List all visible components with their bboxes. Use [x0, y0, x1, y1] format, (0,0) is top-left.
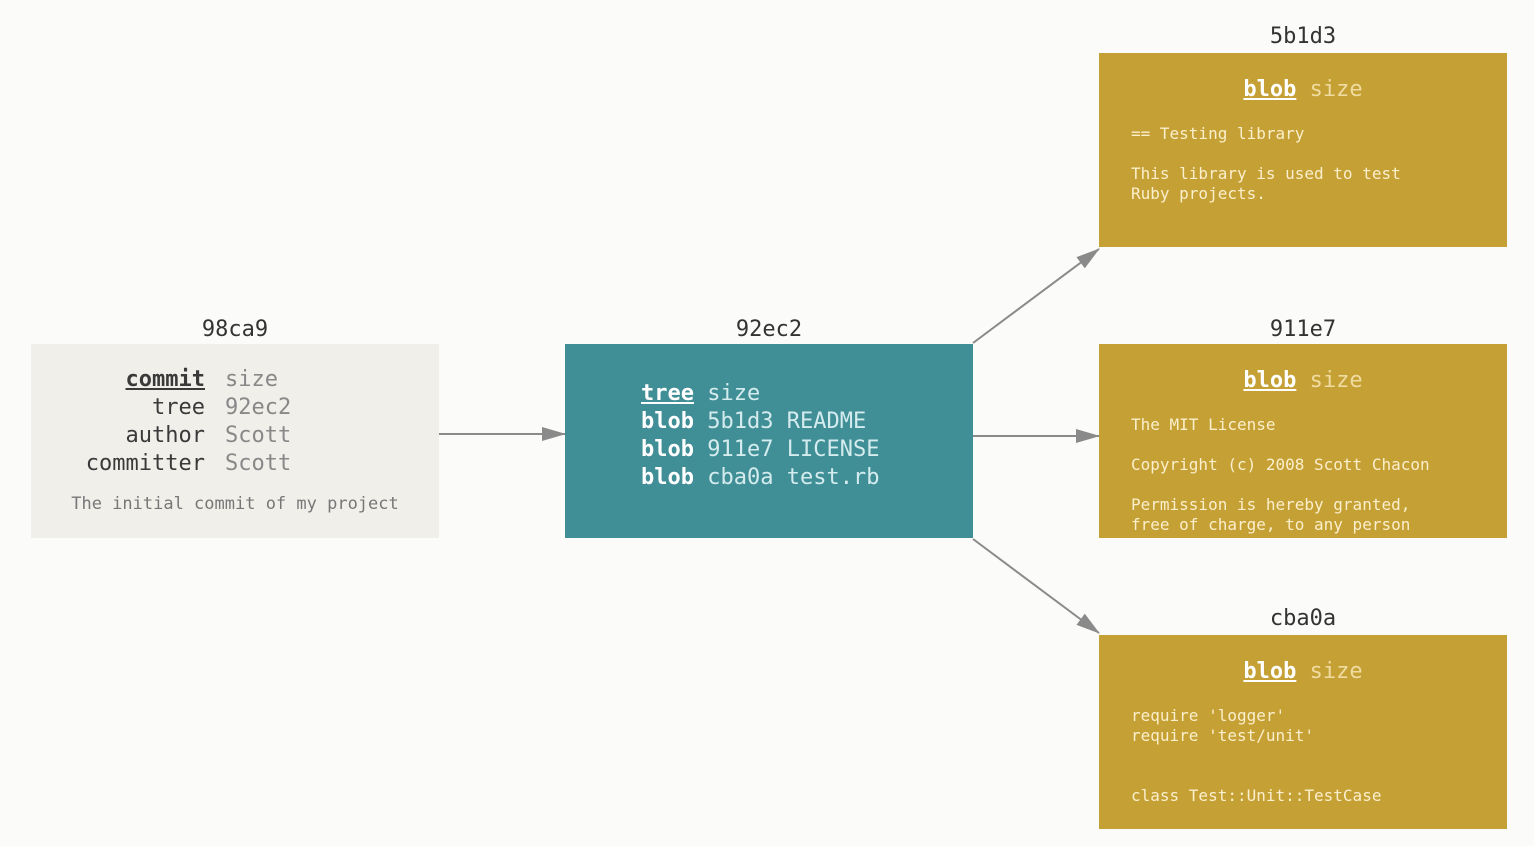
commit-type: commit — [125, 367, 205, 392]
commit-key: tree — [152, 395, 205, 420]
blob-hash: 911e7 — [1269, 317, 1337, 342]
commit-key: committer — [85, 451, 205, 476]
blob-size: size — [1309, 77, 1363, 102]
tree-entry: blob 911e7 LICENSE — [641, 437, 880, 462]
arrow-tree-to-blob-5b1d3 — [972, 248, 1100, 344]
commit-size: size — [225, 367, 278, 392]
blob-object-cba0a: blob size require 'logger'require 'test/… — [1099, 635, 1507, 829]
tree-object: tree size blob 5b1d3 README blob 911e7 L… — [565, 344, 973, 538]
commit-value: 92ec2 — [225, 395, 292, 420]
tree-size: size — [707, 381, 761, 406]
blob-content: == Testing library This library is used … — [1131, 124, 1401, 203]
blob-type: blob — [1243, 77, 1297, 102]
blob-type: blob — [1243, 368, 1297, 393]
blob-size: size — [1309, 368, 1363, 393]
commit-value: Scott — [225, 451, 292, 476]
blob-type: blob — [1243, 659, 1297, 684]
blob-object-911e7: blob size The MIT License Copyright (c) … — [1099, 344, 1507, 538]
blob-content: require 'logger'require 'test/unit' clas… — [1131, 706, 1382, 805]
commit-message: The initial commit of my project — [71, 494, 399, 514]
blob-size: size — [1309, 659, 1363, 684]
arrow-tree-to-blob-cba0a — [972, 538, 1100, 634]
tree-entry: blob 5b1d3 README — [641, 409, 867, 434]
tree-type: tree — [641, 381, 694, 406]
commit-hash: 98ca9 — [201, 317, 269, 342]
blob-hash: cba0a — [1269, 606, 1337, 631]
tree-entry: blob cba0a test.rb — [641, 465, 880, 490]
commit-key: author — [125, 423, 205, 448]
tree-hash: 92ec2 — [735, 317, 803, 342]
blob-hash: 5b1d3 — [1269, 24, 1337, 49]
blob-object-5b1d3: blob size == Testing library This librar… — [1099, 53, 1507, 247]
commit-value: Scott — [225, 423, 292, 448]
blob-content: The MIT License Copyright (c) 2008 Scott… — [1131, 415, 1430, 534]
